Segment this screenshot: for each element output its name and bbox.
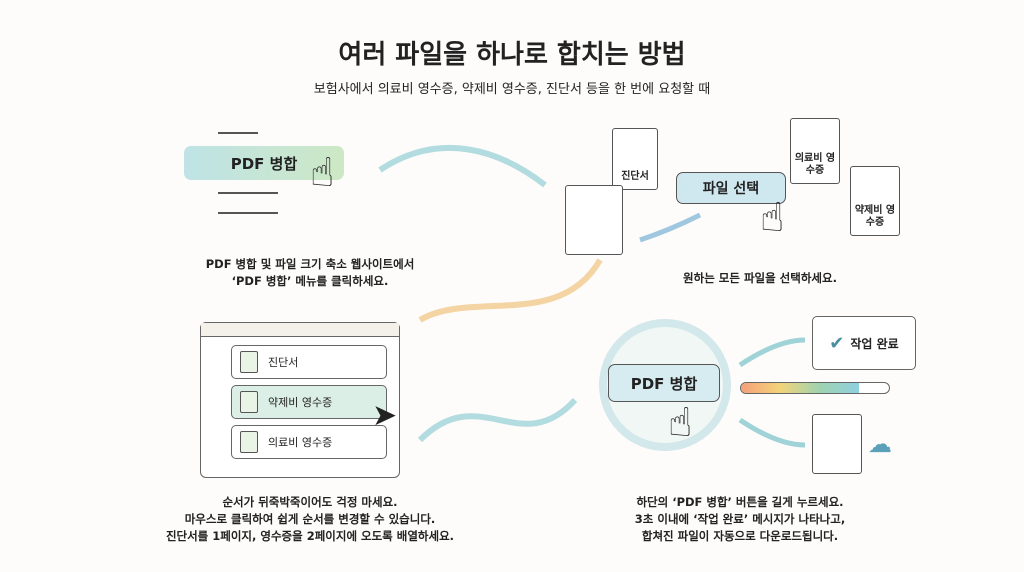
pointing-hand-icon: ☝	[668, 400, 693, 446]
arrow-to-download	[738, 417, 806, 448]
progress-bar	[740, 382, 890, 394]
doc-medical-receipt: 의료비 영수증	[790, 118, 840, 184]
arrow-file-select	[639, 212, 702, 243]
mouse-cursor-icon: ➤	[372, 398, 398, 433]
pdf-merge-menu-item[interactable]: PDF 병합	[184, 146, 344, 180]
step1-menu: PDF 병합	[178, 122, 368, 222]
file-select-button[interactable]: 파일 선택	[676, 172, 786, 204]
check-icon: ✔	[829, 332, 845, 354]
file-list-item[interactable]: 약제비 영수증	[231, 385, 387, 419]
step4-caption: 하단의 ‘PDF 병합’ 버튼을 길게 누르세요. 3초 이내에 ‘작업 완료’…	[634, 495, 846, 543]
download-cloud-icon: ☁	[868, 430, 892, 458]
arrow-to-complete	[738, 337, 806, 368]
arrow-1-2	[378, 145, 547, 188]
doc-generic-icon	[565, 185, 623, 255]
page-title: 여러 파일을 하나로 합치는 방법	[338, 40, 686, 70]
file-list-item[interactable]: 의료비 영수증	[231, 425, 387, 459]
doc-diagnosis: 진단서	[612, 128, 658, 190]
doc-pharmacy-receipt: 약제비 영수증	[850, 166, 900, 236]
complete-message: ✔ 작업 완료	[812, 316, 916, 370]
merged-file-icon	[812, 414, 862, 474]
pointing-hand-icon: ☝	[310, 150, 335, 196]
arrow-2-3	[418, 258, 603, 323]
file-order-window: 진단서 약제비 영수증 의료비 영수증	[200, 322, 400, 478]
pointing-hand-icon: ☝	[760, 195, 785, 241]
step2-caption: 원하는 모든 파일을 선택하세요.	[683, 271, 837, 285]
pdf-merge-button[interactable]: PDF 병합	[608, 364, 720, 402]
arrow-3-4	[417, 397, 578, 443]
step1-caption: PDF 병합 및 파일 크기 축소 웹사이트에서 ‘PDF 병합’ 메뉴를 클릭…	[205, 257, 415, 288]
step3-caption: 순서가 뒤죽박죽이어도 걱정 마세요. 마우스로 클릭하여 쉽게 순서를 변경할…	[165, 495, 455, 543]
page-subtitle: 보험사에서 의료비 영수증, 약제비 영수증, 진단서 등을 한 번에 요청할 …	[313, 82, 711, 97]
file-list-item[interactable]: 진단서	[231, 345, 387, 379]
